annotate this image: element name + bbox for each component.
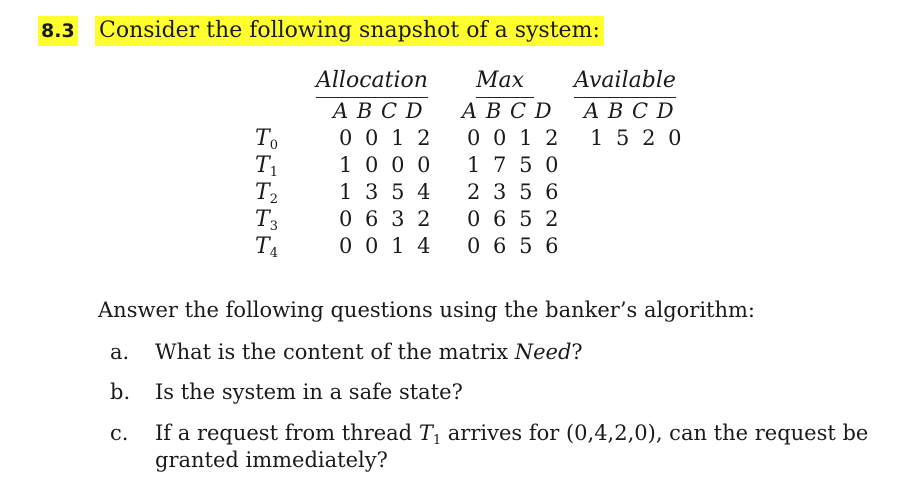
available-column: 1 5 2 0 [590,125,684,152]
thread-label: T4 [255,234,278,261]
max-row: 0 6 5 2 [467,207,562,231]
thread-label: T0 [255,126,278,153]
max-header: Max [476,66,535,98]
max-column: 0 0 1 2 1 7 5 0 2 3 5 6 0 6 5 2 0 6 5 6 [467,125,561,260]
allocation-resource-labels: A B C D [333,99,424,123]
max-row: 0 6 5 6 [467,234,562,258]
available-header: Available [574,66,676,98]
allocation-row: 0 0 1 2 [339,126,434,150]
question-label: a. [110,340,130,364]
question-text: Is the system in a safe state? [155,380,463,404]
max-resource-labels: A B C D [462,99,553,123]
allocation-header: Allocation [316,66,428,98]
thread-label: T3 [255,207,278,234]
allocation-row: 1 3 5 4 [339,180,434,204]
problem-number: 8.3 [38,16,78,46]
max-row: 2 3 5 6 [467,180,562,204]
allocation-row: 0 0 1 4 [339,234,434,258]
question-text-continued: granted immediately? [155,448,388,472]
question-label: b. [110,380,131,404]
thread-label: T2 [255,180,278,207]
max-row: 0 0 1 2 [467,126,562,150]
available-row: 1 5 2 0 [590,126,685,150]
thread-labels: T0 T1 T2 T3 T4 [255,125,278,261]
instructions: Answer the following questions using the… [98,298,755,322]
question-text: What is the content of the matrix Need? [155,340,583,364]
available-resource-labels: A B C D [584,99,675,123]
problem-title: Consider the following snapshot of a sys… [95,16,604,46]
allocation-column: 0 0 1 2 1 0 0 0 1 3 5 4 0 6 3 2 0 0 1 4 [339,125,433,260]
question-label: c. [110,421,129,445]
allocation-row: 0 6 3 2 [339,207,434,231]
question-text: If a request from thread T1 arrives for … [155,421,869,448]
allocation-row: 1 0 0 0 [339,153,434,177]
max-row: 1 7 5 0 [467,153,562,177]
thread-label: T1 [255,153,278,180]
